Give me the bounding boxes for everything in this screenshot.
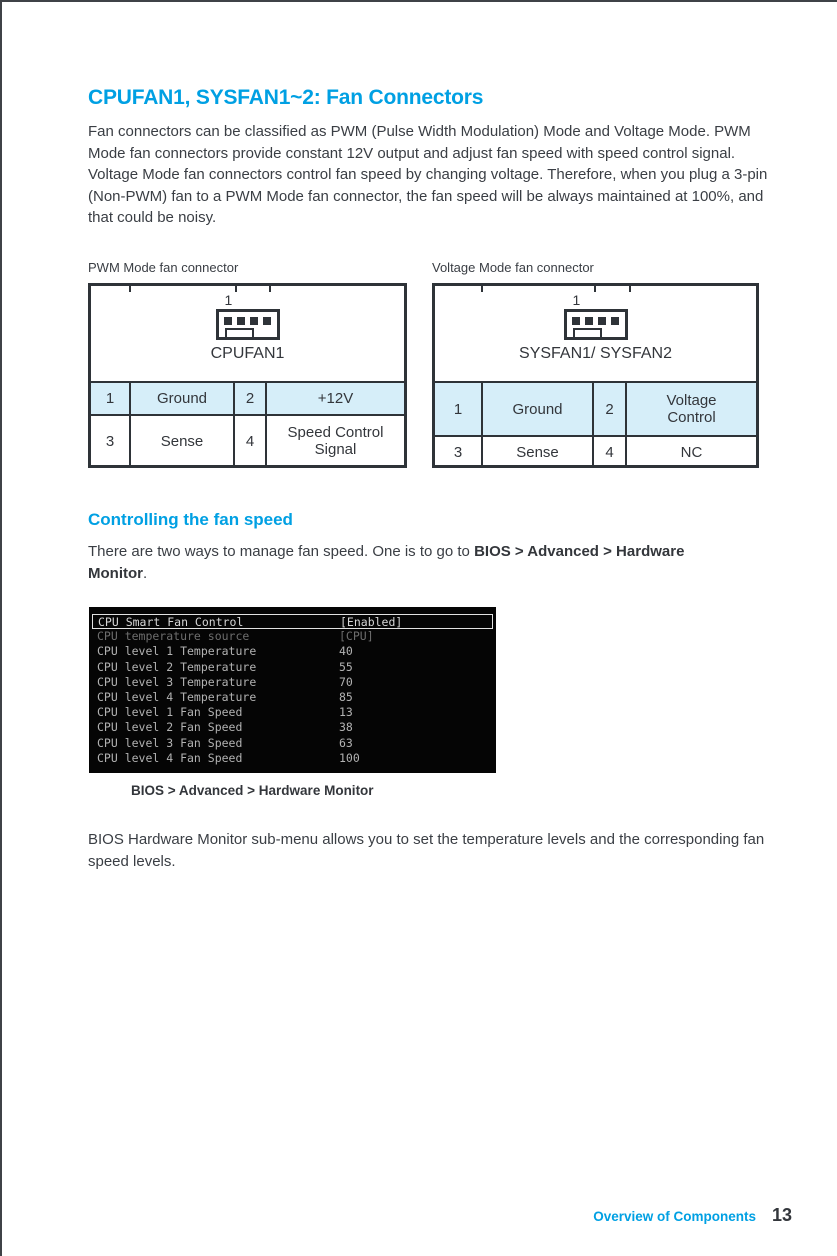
- voltage-connector-label: Voltage Mode fan connector: [432, 260, 594, 275]
- bios-setting-label: CPU level 4 Fan Speed: [97, 750, 243, 765]
- page-footer: Overview of Components 13: [88, 1205, 792, 1226]
- pin-number: 2: [233, 381, 265, 414]
- bios-setting-value: 55: [339, 659, 353, 674]
- bios-setting-row: CPU level 4 Temperature 85: [92, 690, 493, 705]
- connector-key-notch: [572, 328, 602, 337]
- bios-setting-label: CPU level 2 Fan Speed: [97, 720, 243, 735]
- bios-setting-label: CPU level 1 Fan Speed: [97, 705, 243, 720]
- bios-setting-value: [Enabled]: [340, 615, 403, 629]
- pin-square: [236, 317, 245, 325]
- bios-setting-row: CPU level 1 Fan Speed 13: [92, 705, 493, 720]
- bios-setting-value: 85: [339, 689, 353, 704]
- intro-paragraph: Fan connectors can be classified as PWM …: [88, 123, 768, 226]
- column-tick: [235, 286, 237, 292]
- bios-setting-value: 100: [339, 750, 360, 765]
- fan-connector-icon: [563, 309, 628, 340]
- column-tick: [269, 286, 271, 292]
- pin-square: [610, 317, 619, 325]
- closing-paragraph: BIOS Hardware Monitor sub-menu allows yo…: [88, 831, 765, 870]
- pin-signal: Ground: [481, 381, 592, 435]
- fan-speed-paragraph: There are two ways to manage fan speed. …: [88, 541, 728, 584]
- pin-signal: Speed Control Signal: [265, 414, 404, 466]
- pin-number: 4: [592, 435, 625, 467]
- pin1-marker: 1: [572, 292, 581, 308]
- pin-signal: Sense: [481, 435, 592, 467]
- bios-screenshot-caption: BIOS > Advanced > Hardware Monitor: [131, 783, 374, 798]
- pin-number: 1: [435, 381, 481, 435]
- paragraph-text: There are two ways to manage fan speed. …: [88, 543, 475, 560]
- section-heading: Controlling the fan speed: [88, 510, 293, 529]
- bios-setting-row: CPU level 4 Fan Speed 100: [92, 751, 493, 766]
- pin-number: 1: [91, 381, 129, 414]
- pin-square: [223, 317, 232, 325]
- connector-key-notch: [224, 328, 254, 337]
- pin-square: [597, 317, 606, 325]
- bios-path-bold: BIOS > Advanced > Hardware Monitor: [88, 543, 685, 582]
- column-tick: [629, 286, 631, 292]
- footer-page-number: 13: [771, 1205, 792, 1225]
- bios-setting-row: CPU level 3 Fan Speed 63: [92, 736, 493, 751]
- voltage-pinout-grid: 1 Ground 2 Voltage Control 3 Sense 4 NC: [435, 381, 756, 467]
- pin-number: 3: [435, 435, 481, 467]
- bios-setting-row: CPU level 2 Temperature 55: [92, 660, 493, 675]
- bios-setting-label: CPU Smart Fan Control: [98, 615, 244, 629]
- bios-setting-value: 38: [339, 720, 353, 735]
- bios-setting-row: CPU level 1 Temperature 40: [92, 644, 493, 659]
- connector-name: SYSFAN1/ SYSFAN2: [519, 345, 672, 362]
- bios-setting-row: CPU temperature source [CPU]: [92, 629, 493, 644]
- pin-signal: Voltage Control: [625, 381, 756, 435]
- column-tick: [481, 286, 483, 292]
- bios-setting-row: CPU level 3 Temperature 70: [92, 675, 493, 690]
- column-tick: [129, 286, 131, 292]
- bios-setting-value: 13: [339, 705, 353, 720]
- bios-setting-label: CPU level 2 Temperature: [97, 659, 257, 674]
- pin-signal: Ground: [129, 381, 233, 414]
- page-title: CPUFAN1, SYSFAN1~2: Fan Connectors: [88, 86, 484, 109]
- pin-signal: NC: [625, 435, 756, 467]
- pin-number: 3: [91, 414, 129, 466]
- bios-setting-value: [CPU]: [339, 629, 374, 644]
- pwm-connector-table: 1 CPUFAN1 1 Ground 2 +12V 3 Sense 4 Spee…: [88, 283, 407, 468]
- paragraph-text: .: [142, 564, 148, 582]
- connector-name: CPUFAN1: [210, 345, 285, 362]
- fan-connector-icon: [215, 309, 280, 340]
- bios-setting-row: CPU level 2 Fan Speed 38: [92, 720, 493, 735]
- pwm-connector-label: PWM Mode fan connector: [88, 260, 239, 275]
- column-tick: [594, 286, 596, 292]
- pin-signal: Sense: [129, 414, 233, 466]
- pin1-marker: 1: [224, 292, 233, 308]
- bios-setting-label: CPU level 3 Temperature: [97, 674, 257, 689]
- footer-section-title: Overview of Components: [593, 1209, 756, 1224]
- pin-square: [249, 317, 258, 325]
- pin-number: 4: [233, 414, 265, 466]
- voltage-connector-diagram: 1 SYSFAN1/ SYSFAN2: [435, 286, 756, 381]
- voltage-connector-table: 1 SYSFAN1/ SYSFAN2 1 Ground 2 Voltage Co…: [432, 283, 759, 468]
- pin-square: [262, 317, 271, 325]
- bios-setting-label: CPU level 1 Temperature: [97, 644, 257, 659]
- bios-setting-value: 70: [339, 674, 353, 689]
- pin-signal: +12V: [265, 381, 404, 414]
- bios-setting-label: CPU level 3 Fan Speed: [97, 735, 243, 750]
- bios-setting-value: 63: [339, 735, 353, 750]
- pin-square: [584, 317, 593, 325]
- bios-hardware-monitor-screenshot: CPU Smart Fan Control [Enabled] CPU tempe…: [89, 607, 496, 773]
- pwm-pinout-grid: 1 Ground 2 +12V 3 Sense 4 Speed Control …: [91, 381, 404, 466]
- pin-number: 2: [592, 381, 625, 435]
- bios-setting-label: CPU temperature source: [97, 629, 250, 644]
- bios-setting-label: CPU level 4 Temperature: [97, 689, 257, 704]
- bios-setting-value: 40: [339, 644, 353, 659]
- pwm-connector-diagram: 1 CPUFAN1: [91, 286, 404, 381]
- pin-square: [571, 317, 580, 325]
- bios-setting-row: CPU Smart Fan Control [Enabled]: [92, 614, 493, 630]
